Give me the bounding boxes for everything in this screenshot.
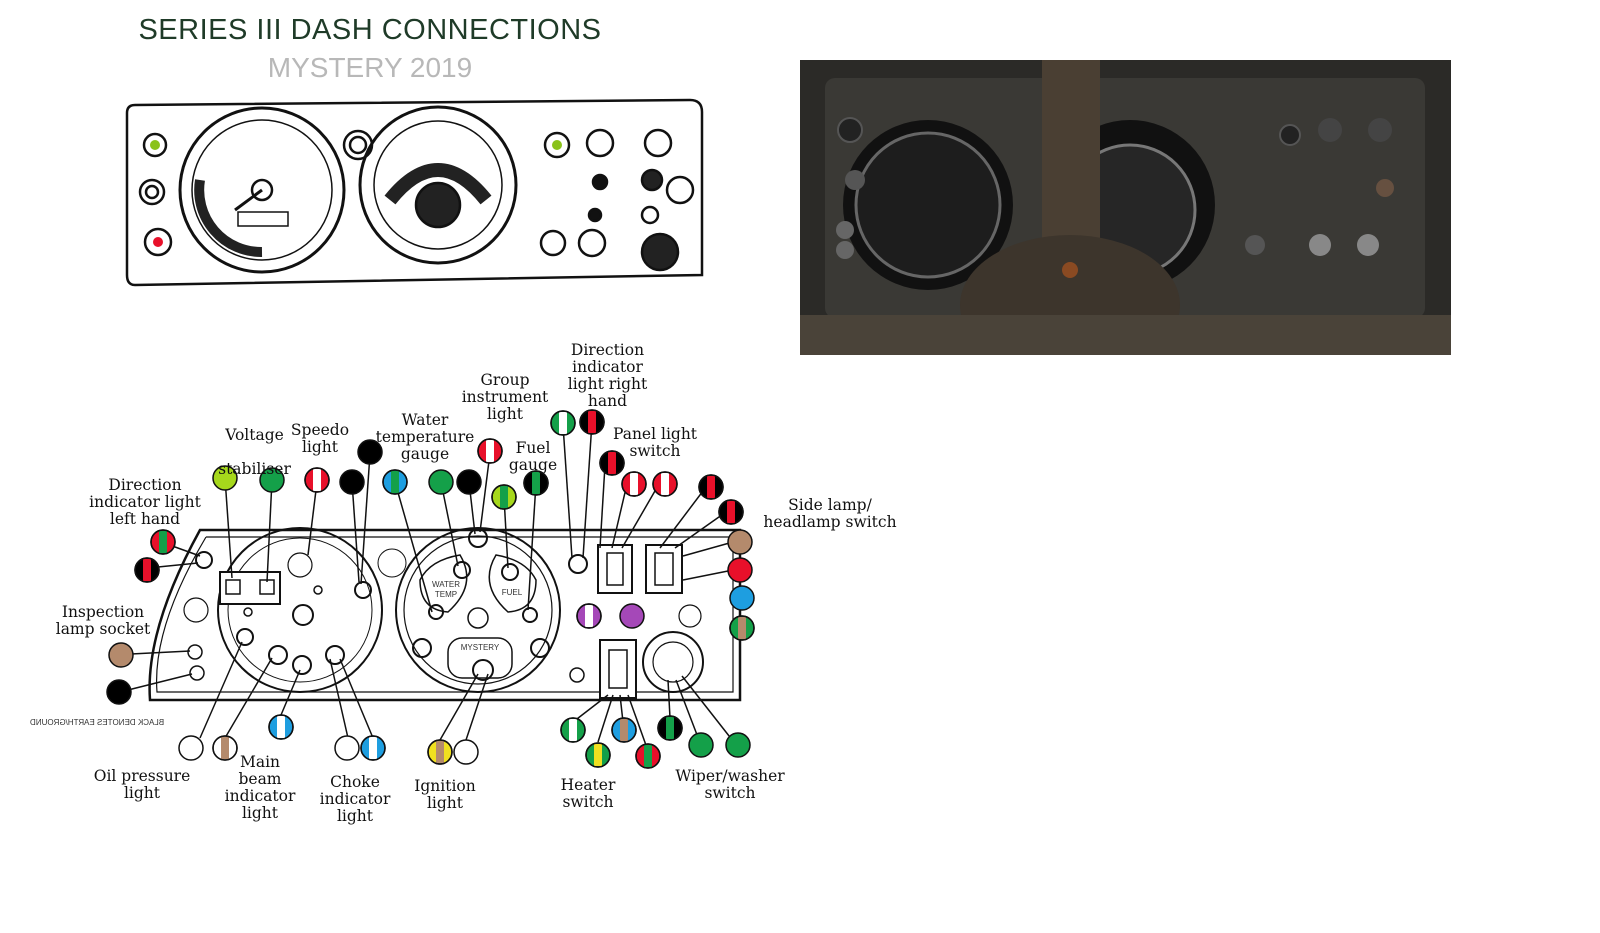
wire-dot-tracer: [594, 744, 602, 766]
wires: [127, 421, 734, 749]
wire-dot-tracer: [486, 440, 494, 462]
wire-dot-tracer: [221, 737, 229, 759]
wire-dot-black: [106, 679, 132, 705]
label-direction-right: Direction indicator light right hand: [567, 341, 648, 410]
wire-dot-tracer: [391, 471, 399, 493]
wire-dot-outline: [576, 603, 602, 629]
label-main-beam: Main beam indicator light: [224, 753, 296, 822]
wire-dot-black: [456, 469, 482, 495]
wire-dot-outline: [729, 615, 755, 641]
wire-dot-outline: [550, 410, 576, 436]
wiring-panel: [148, 527, 742, 702]
wire-dot-light_green: [212, 465, 238, 491]
wire-dot-tracer: [313, 469, 321, 491]
wire-dot-outline: [698, 474, 724, 500]
wire-dot-outline: [652, 471, 678, 497]
label-ignition: Ignition light: [414, 777, 476, 812]
wire-dot-tracer: [738, 617, 746, 639]
label-heater: Heater switch: [560, 776, 616, 811]
wire-dot-outline: [304, 467, 330, 493]
wire-dot-tracer: [436, 741, 444, 763]
wire-dot-tracer: [277, 716, 285, 738]
wire-dot-outline: [523, 470, 549, 496]
label-choke: Choke indicator light: [319, 773, 391, 825]
wire-dot-tracer: [585, 605, 593, 627]
wire-dot-brown: [108, 642, 134, 668]
wire-dot-tracer: [608, 452, 616, 474]
wire-dot-black: [339, 469, 365, 495]
label-voltage-stabiliser: Voltage stabiliser: [218, 426, 291, 478]
wire-dot-outline: [635, 743, 661, 769]
wire-dot-green: [688, 732, 714, 758]
wire-dot-tracer: [369, 737, 377, 759]
label-wiper-washer: Wiper/washer switch: [675, 767, 785, 802]
label-water-temp-gauge: Water temperature gauge: [375, 411, 475, 463]
mystery-gauge-label: MYSTERY: [461, 643, 500, 652]
wire-dot-outline: [150, 529, 176, 555]
label-side-lamp-switch: Side lamp/ headlamp switch: [763, 496, 897, 531]
wire-dot-outline: [599, 450, 625, 476]
wire-dot-outline: [611, 717, 637, 743]
wire-dot-green: [259, 467, 285, 493]
wire-dot-white: [453, 739, 479, 765]
wire-dot-tracer: [707, 476, 715, 498]
page-title: SERIES III DASH CONNECTIONS: [138, 14, 602, 46]
wire-dot-tracer: [666, 717, 674, 739]
wire-dot-outline: [491, 484, 517, 510]
wire-dot-outline: [477, 438, 503, 464]
label-panel-light-switch: Panel light switch: [612, 425, 698, 460]
wire-dot-outline: [360, 735, 386, 761]
wire-dot-outline: [134, 557, 160, 583]
wire-dot-tracer: [159, 531, 167, 553]
wire-dot-tracer: [559, 412, 567, 434]
wire-dot-outline: [560, 717, 586, 743]
wire-dot-outline: [585, 742, 611, 768]
wire-dot-outline: [579, 409, 605, 435]
label-speedo-light: Speedo light: [290, 421, 350, 456]
wire-dot-outline: [212, 735, 238, 761]
wire-dot-white: [334, 735, 360, 761]
label-direction-left: Direction indicator light left hand: [89, 476, 201, 528]
wire-dot-tracer: [500, 486, 508, 508]
wire-dot-green: [725, 732, 751, 758]
wire-dot-green: [428, 469, 454, 495]
wire-dot-brown: [727, 529, 753, 555]
wire-dot-tracer: [143, 559, 151, 581]
label-inspection-lamp: Inspection lamp socket: [55, 603, 151, 638]
wire-dot-tracer: [588, 411, 596, 433]
wire-dot-red: [727, 557, 753, 583]
wire-dot-tracer: [661, 473, 669, 495]
wire-dot-tracer: [532, 472, 540, 494]
dash-photo-illustration: [800, 60, 1451, 355]
wire-dot-white: [178, 735, 204, 761]
dash-photo: [800, 60, 1451, 355]
label-fuel-gauge: Fuel gauge: [508, 439, 558, 474]
label-group-instrument-light: Group instrument light: [461, 371, 549, 423]
wire-dot-outline: [718, 499, 744, 525]
page-subtitle: MYSTERY 2019: [267, 52, 473, 83]
wire-dot-tracer: [727, 501, 735, 523]
wire-dot-tracer: [569, 719, 577, 741]
wire-dot-outline: [382, 469, 408, 495]
wire-dot-black: [357, 439, 383, 465]
wire-dot-outline: [621, 471, 647, 497]
wire-dot-blue: [729, 585, 755, 611]
wire-connectors: [106, 409, 755, 769]
wire-dot-outline: [268, 714, 294, 740]
fuel-gauge-label: FUEL: [502, 588, 523, 597]
ground-note: BLACK DENOTES EARTH/GROUND: [30, 718, 165, 727]
wire-dot-tracer: [644, 745, 652, 767]
wire-dot-purple: [619, 603, 645, 629]
dash-illustration: [125, 98, 704, 287]
wire-dot-outline: [657, 715, 683, 741]
wire-dot-tracer: [620, 719, 628, 741]
label-oil-pressure: Oil pressure light: [93, 767, 191, 802]
wire-dot-tracer: [630, 473, 638, 495]
wire-dot-outline: [427, 739, 453, 765]
